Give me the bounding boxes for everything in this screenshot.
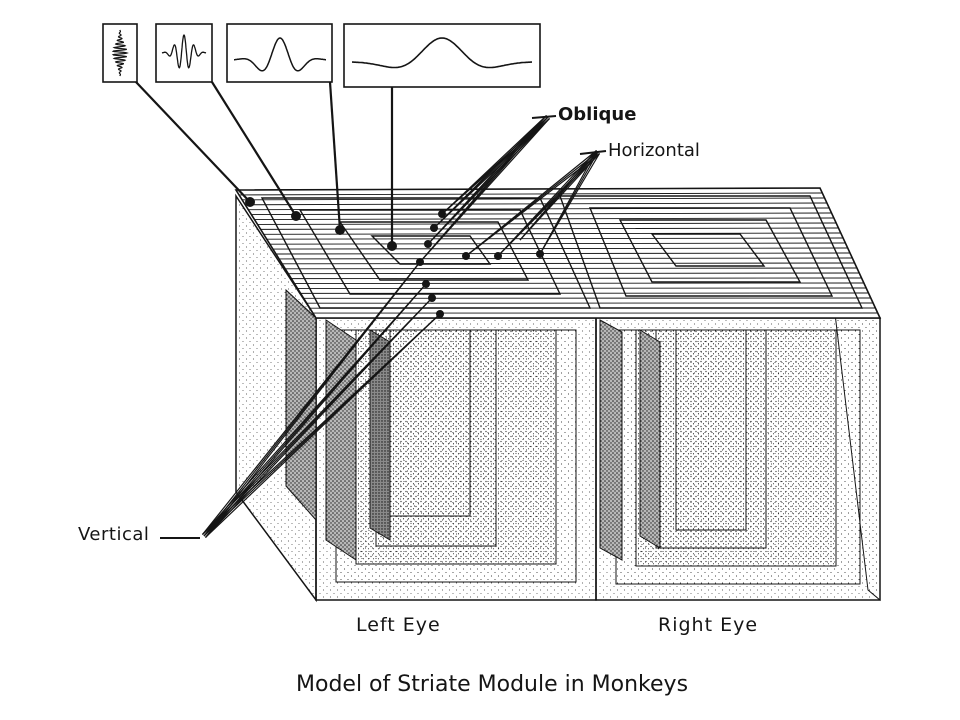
surface-line — [285, 267, 857, 270]
wave-icon-4 — [352, 37, 532, 69]
label-oblique: Oblique — [558, 104, 637, 125]
surface-line — [245, 202, 827, 206]
surface-line — [266, 237, 844, 240]
surface-line — [251, 212, 832, 216]
horizontal-line — [497, 153, 600, 257]
surface-line — [239, 192, 823, 196]
label-leaders — [160, 115, 607, 539]
label-horizontal: Horizontal — [608, 140, 700, 161]
surface-line — [272, 247, 848, 250]
top-surface — [234, 187, 882, 319]
connector-lines — [135, 81, 394, 246]
vertical-line — [205, 297, 433, 538]
label-left-eye: Left Eye — [356, 614, 441, 636]
horizontal-line — [539, 153, 601, 255]
surface-line — [279, 257, 853, 260]
label-vertical: Vertical — [78, 524, 150, 545]
receptive-field-boxes — [102, 23, 541, 88]
waveform-box-2 — [155, 23, 213, 83]
waveform-box-1 — [102, 23, 138, 83]
surface-line — [242, 197, 825, 201]
waveform-box-4 — [343, 23, 541, 88]
horizontal-line — [519, 153, 600, 241]
surface-line — [260, 227, 839, 230]
waveform-box-3 — [226, 23, 333, 83]
surface-line — [257, 222, 837, 225]
surface-line — [282, 262, 855, 265]
oblique-line — [419, 118, 550, 263]
wave-icon-1 — [111, 29, 129, 77]
surface-line — [269, 242, 846, 245]
vertical-line — [205, 313, 441, 538]
label-right-eye: Right Eye — [658, 614, 759, 636]
electrode-dots — [245, 197, 544, 318]
oblique-line — [427, 118, 550, 245]
wave-icon-3 — [234, 37, 326, 72]
left-eye-block — [235, 193, 597, 603]
orientation-line-bundles — [202, 115, 601, 538]
wave-icon-2 — [161, 34, 207, 69]
surface-line — [235, 187, 821, 191]
figure-caption: Model of Striate Module in Monkeys — [296, 672, 689, 697]
surface-line — [254, 217, 834, 220]
